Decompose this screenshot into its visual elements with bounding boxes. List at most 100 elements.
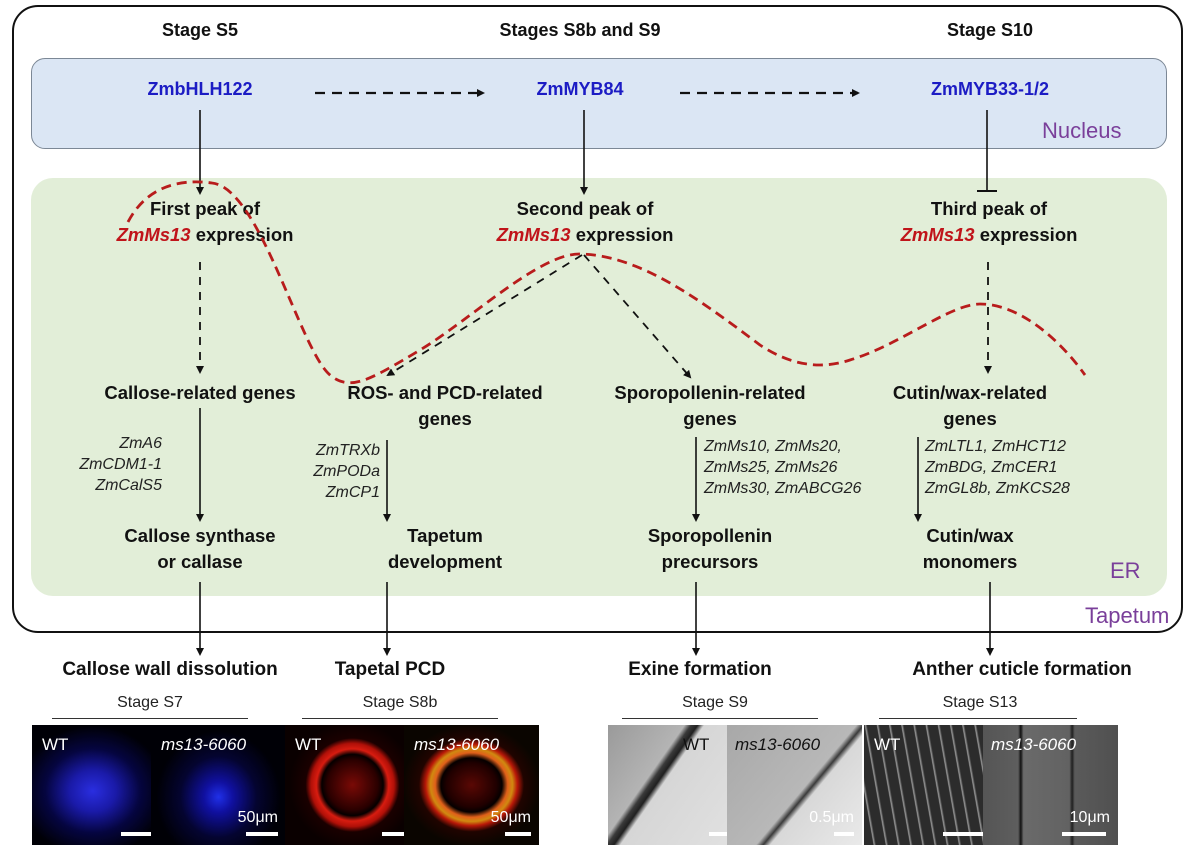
cutin-wax-product: Cutin/wax monomers xyxy=(840,523,1100,575)
sporo-title-line2: genes xyxy=(683,408,737,429)
cutin-wax-genes-title: Cutin/wax-related genes xyxy=(840,380,1100,432)
gene-item: ZmBDG, ZmCER1 xyxy=(925,459,1058,476)
scale-bar xyxy=(382,832,408,836)
micrograph-callose-mutant: ms13-6060 50μm xyxy=(151,725,286,845)
scale-bar xyxy=(1062,832,1106,836)
scale-label: 50μm xyxy=(490,809,531,826)
tf-zmmyb84: ZmMYB84 xyxy=(536,79,624,99)
nucleus-label: Nucleus xyxy=(1042,118,1122,143)
stage-heading-s5: Stage S5 xyxy=(161,20,239,40)
second-peak-label: Second peak of ZmMs13 expression xyxy=(440,196,730,248)
mutant-label: ms13-6060 xyxy=(414,735,500,754)
tapetum-development-product: Tapetum development xyxy=(300,523,590,575)
wt-label: WT xyxy=(42,735,69,754)
expression-text: expression xyxy=(974,224,1078,245)
zmms13-gene: ZmMs13 xyxy=(496,224,571,245)
er-label: ER xyxy=(1110,558,1141,583)
stage-heading-s8b-s9: Stages S8b and S9 xyxy=(499,20,661,40)
scale-bar xyxy=(246,832,278,836)
peak2-to-ros-dashed-arrow xyxy=(386,254,583,377)
gene-item: ZmLTL1, ZmHCT12 xyxy=(925,438,1067,455)
substage-s8b: Stage S8b xyxy=(362,694,438,711)
micrograph-cuticle-mutant: ms13-6060 10μm xyxy=(983,725,1118,845)
product-line1: Sporopollenin xyxy=(647,525,773,546)
ros-title-line1: ROS- and PCD-related xyxy=(347,382,543,403)
product-line1: Callose synthase xyxy=(124,525,276,546)
sporo-title-line1: Sporopollenin-related xyxy=(614,382,806,403)
micrograph-pcd-mutant: ms13-6060 50μm xyxy=(404,725,539,845)
product-line1: Tapetum xyxy=(407,525,483,546)
zmms13-gene: ZmMs13 xyxy=(900,224,975,245)
product-line2: monomers xyxy=(922,551,1018,572)
product-line2: or callase xyxy=(157,551,243,572)
product-line2: precursors xyxy=(661,551,759,572)
mutant-label: ms13-6060 xyxy=(161,735,247,754)
scale-label: 10μm xyxy=(1069,809,1110,826)
substage-s7: Stage S7 xyxy=(117,694,183,711)
zmms13-gene: ZmMs13 xyxy=(116,224,191,245)
gene-item: ZmMs10, ZmMs20, xyxy=(704,438,842,455)
tf-zmbhlh122: ZmbHLH122 xyxy=(147,79,253,99)
outcome-exine-formation: Exine formation xyxy=(628,659,772,680)
gene-item: ZmTRXb xyxy=(316,442,380,459)
third-peak-label: Third peak of ZmMs13 expression xyxy=(844,196,1134,248)
scale-bar xyxy=(505,832,531,836)
scale-bar xyxy=(943,832,989,836)
wt-label: WT xyxy=(295,735,322,754)
third-peak-line1: Third peak of xyxy=(930,198,1048,219)
tapetum-label: Tapetum xyxy=(1085,603,1170,628)
scale-bar xyxy=(834,832,854,836)
outcome-tapetal-pcd: Tapetal PCD xyxy=(334,659,446,680)
divider xyxy=(52,718,248,719)
sporopollenin-gene-list: ZmMs10, ZmMs20, ZmMs25, ZmMs26 ZmMs30, Z… xyxy=(704,436,904,499)
expression-text: expression xyxy=(570,224,674,245)
micrograph-callose-wt: WT xyxy=(32,725,167,845)
expression-text: expression xyxy=(190,224,294,245)
gene-item: ZmCalS5 xyxy=(95,477,162,494)
micrograph-pcd-wt: WT xyxy=(285,725,420,845)
callose-gene-list: ZmA6 ZmCDM1-1 ZmCalS5 xyxy=(60,433,162,496)
sporopollenin-product: Sporopollenin precursors xyxy=(565,523,855,575)
ros-pcd-genes-title: ROS- and PCD-related genes xyxy=(300,380,590,432)
micrograph-exine-mutant: ms13-6060 0.5μm xyxy=(727,725,862,845)
zmms13-expression-curve xyxy=(126,180,1087,385)
sporopollenin-genes-title: Sporopollenin-related genes xyxy=(565,380,855,432)
micrograph-exine-wt: WT xyxy=(608,725,743,845)
gene-item: ZmA6 xyxy=(119,435,162,452)
outcome-callose-wall-dissolution: Callose wall dissolution xyxy=(62,659,278,680)
outcome-anther-cuticle-formation: Anther cuticle formation xyxy=(912,659,1132,680)
mutant-label: ms13-6060 xyxy=(735,735,821,754)
ros-pcd-gene-list: ZmTRXb ZmPODa ZmCP1 xyxy=(280,440,380,503)
micrograph-cuticle-wt: WT xyxy=(864,725,999,845)
gene-item: ZmCDM1-1 xyxy=(79,456,162,473)
product-line1: Cutin/wax xyxy=(926,525,1014,546)
callose-genes-title: Callose-related genes xyxy=(104,382,296,403)
mutant-label: ms13-6060 xyxy=(991,735,1077,754)
divider xyxy=(879,718,1077,719)
peak2-to-sporo-dashed-arrow xyxy=(583,254,692,379)
gene-item: ZmPODa xyxy=(313,463,380,480)
gene-item: ZmGL8b, ZmKCS28 xyxy=(925,480,1070,497)
cutin-title-line2: genes xyxy=(943,408,997,429)
cutin-title-line1: Cutin/wax-related xyxy=(892,382,1048,403)
wt-label: WT xyxy=(874,735,901,754)
first-peak-label: First peak of ZmMs13 expression xyxy=(60,196,350,248)
cutin-wax-gene-list: ZmLTL1, ZmHCT12 ZmBDG, ZmCER1 ZmGL8b, Zm… xyxy=(925,436,1125,499)
scale-label: 0.5μm xyxy=(809,809,854,826)
stage-heading-s10: Stage S10 xyxy=(946,20,1034,40)
divider xyxy=(302,718,498,719)
callose-product: Callose synthase or callase xyxy=(55,523,345,575)
substage-s13: Stage S13 xyxy=(942,694,1018,711)
ros-title-line2: genes xyxy=(418,408,472,429)
scale-label: 50μm xyxy=(237,809,278,826)
product-line2: development xyxy=(387,551,503,572)
substage-s9: Stage S9 xyxy=(682,694,748,711)
divider xyxy=(622,718,818,719)
tapetum-compartment xyxy=(12,5,1183,633)
tf-zmmyb33: ZmMYB33-1/2 xyxy=(930,79,1050,99)
er-compartment xyxy=(31,178,1167,596)
first-peak-line1: First peak of xyxy=(150,198,260,219)
wt-label: WT xyxy=(683,735,710,754)
scale-bar xyxy=(709,832,729,836)
